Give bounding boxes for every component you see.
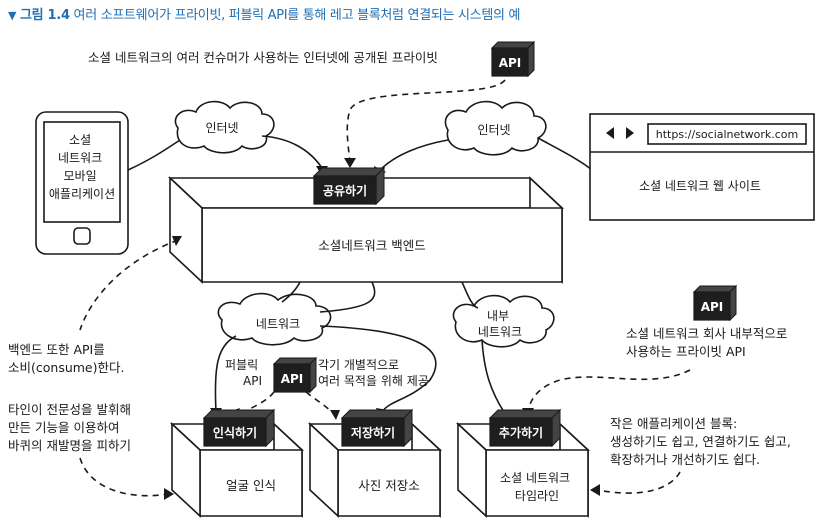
private-api-block	[692, 284, 738, 322]
service-block-label: 저장하기	[351, 425, 395, 440]
arrowhead	[344, 158, 356, 168]
browser-url-bar	[647, 123, 807, 145]
mobile-to-cloud-line	[127, 139, 181, 171]
cloud-internet-right	[444, 100, 547, 156]
browser-url: https://socialnetwork.com	[656, 128, 798, 141]
mobile-app-label: 소셜 네트워크 모바일 애플리케이션	[49, 133, 115, 201]
backend-to-internal-line	[461, 281, 479, 309]
public-api-label: 퍼블릭 API	[225, 358, 262, 388]
arrowhead	[172, 236, 182, 246]
service-name: 얼굴 인식	[226, 478, 276, 493]
public-api-block	[272, 356, 318, 394]
arrowhead	[590, 484, 600, 496]
caption-text: 여러 소프트웨어가 프라이빗, 퍼블릭 API를 통해 레고 블록처럼 연결되는…	[73, 8, 521, 23]
cloud-internet-left-label: 인터넷	[205, 121, 238, 135]
internal-to-timeline-line	[481, 339, 505, 413]
dashed-expertise-to-face	[79, 457, 169, 497]
browser-back-icon	[606, 127, 614, 139]
backend-consume-note: 백엔드 또한 API를 소비(consume)한다.	[8, 342, 124, 375]
cloud-internet-left	[174, 100, 275, 154]
arrowhead	[330, 410, 340, 420]
browser-page-title: 소셜 네트워크 웹 사이트	[639, 179, 761, 193]
network-to-face-line	[214, 335, 237, 413]
service-block-label: 인식하기	[213, 425, 257, 440]
cloud-internet-right-label: 인터넷	[477, 123, 510, 137]
service-block-label: 추가하기	[499, 425, 543, 440]
service-name: 소셜 네트워크 타임라인	[500, 471, 574, 503]
mobile-phone	[35, 111, 129, 255]
cloud-network	[217, 292, 332, 346]
dashed-private-api-to-timeline	[527, 369, 691, 413]
dashed-api-to-storage	[305, 391, 335, 415]
small-apps-note: 작은 애플리케이션 블록: 생성하기도 쉽고, 연결하기도 쉽고, 확장하거나 …	[610, 416, 795, 467]
top-api-label: API	[499, 56, 522, 70]
network-to-storage-line	[319, 325, 437, 413]
cloud-right-to-backend-line	[379, 139, 449, 171]
backend-label: 소셜네트워크 백엔드	[318, 238, 425, 253]
dashed-arrow-top-api	[346, 79, 506, 163]
cloud-left-to-backend-line	[261, 135, 323, 169]
dashed-small-apps-to-timeline	[597, 471, 681, 494]
cloud-right-to-browser-line	[537, 137, 593, 171]
private-api-block-label: API	[701, 300, 724, 314]
figure-caption: ▼ 그림 1.4 여러 소프트웨어가 프라이빗, 퍼블릭 API를 통해 레고 …	[8, 4, 520, 23]
top-private-api-block: API	[490, 40, 536, 78]
caption-marker: ▼	[8, 9, 17, 22]
expertise-note: 타인이 전문성을 발휘해 만든 기능을 이용하여 바퀴의 재발명을 피하기	[8, 402, 135, 453]
private-api-note: 소셜 네트워크 회사 내부적으로 사용하는 프라이빗 API	[626, 326, 791, 359]
service-name: 사진 저장소	[358, 478, 419, 493]
dashed-arrow-backend-consume	[79, 239, 179, 331]
backend-to-network-line-2	[319, 281, 376, 313]
public-api-note: 각기 개별적으로 여러 목적을 위해 제공	[318, 358, 429, 388]
browser-forward-icon	[626, 127, 634, 139]
public-api-block-label: API	[281, 372, 304, 386]
service-photo-storage	[307, 408, 443, 518]
cloud-network-label: 네트워크	[256, 317, 300, 331]
backend-share-block	[312, 166, 386, 206]
cloud-internal-network	[452, 294, 555, 348]
arrowhead	[164, 488, 174, 500]
service-timeline	[455, 408, 591, 518]
backend-to-network-line	[281, 281, 301, 303]
browser-window	[589, 113, 815, 221]
caption-figure-number: 그림 1.4	[20, 8, 70, 23]
cloud-internal-label: 내부 네트워크	[478, 309, 522, 339]
top-note: 소셜 네트워크의 여러 컨슈머가 사용하는 인터넷에 공개된 프라이빗	[88, 50, 438, 65]
share-block-label: 공유하기	[323, 183, 367, 198]
service-face-recognition	[169, 408, 305, 518]
